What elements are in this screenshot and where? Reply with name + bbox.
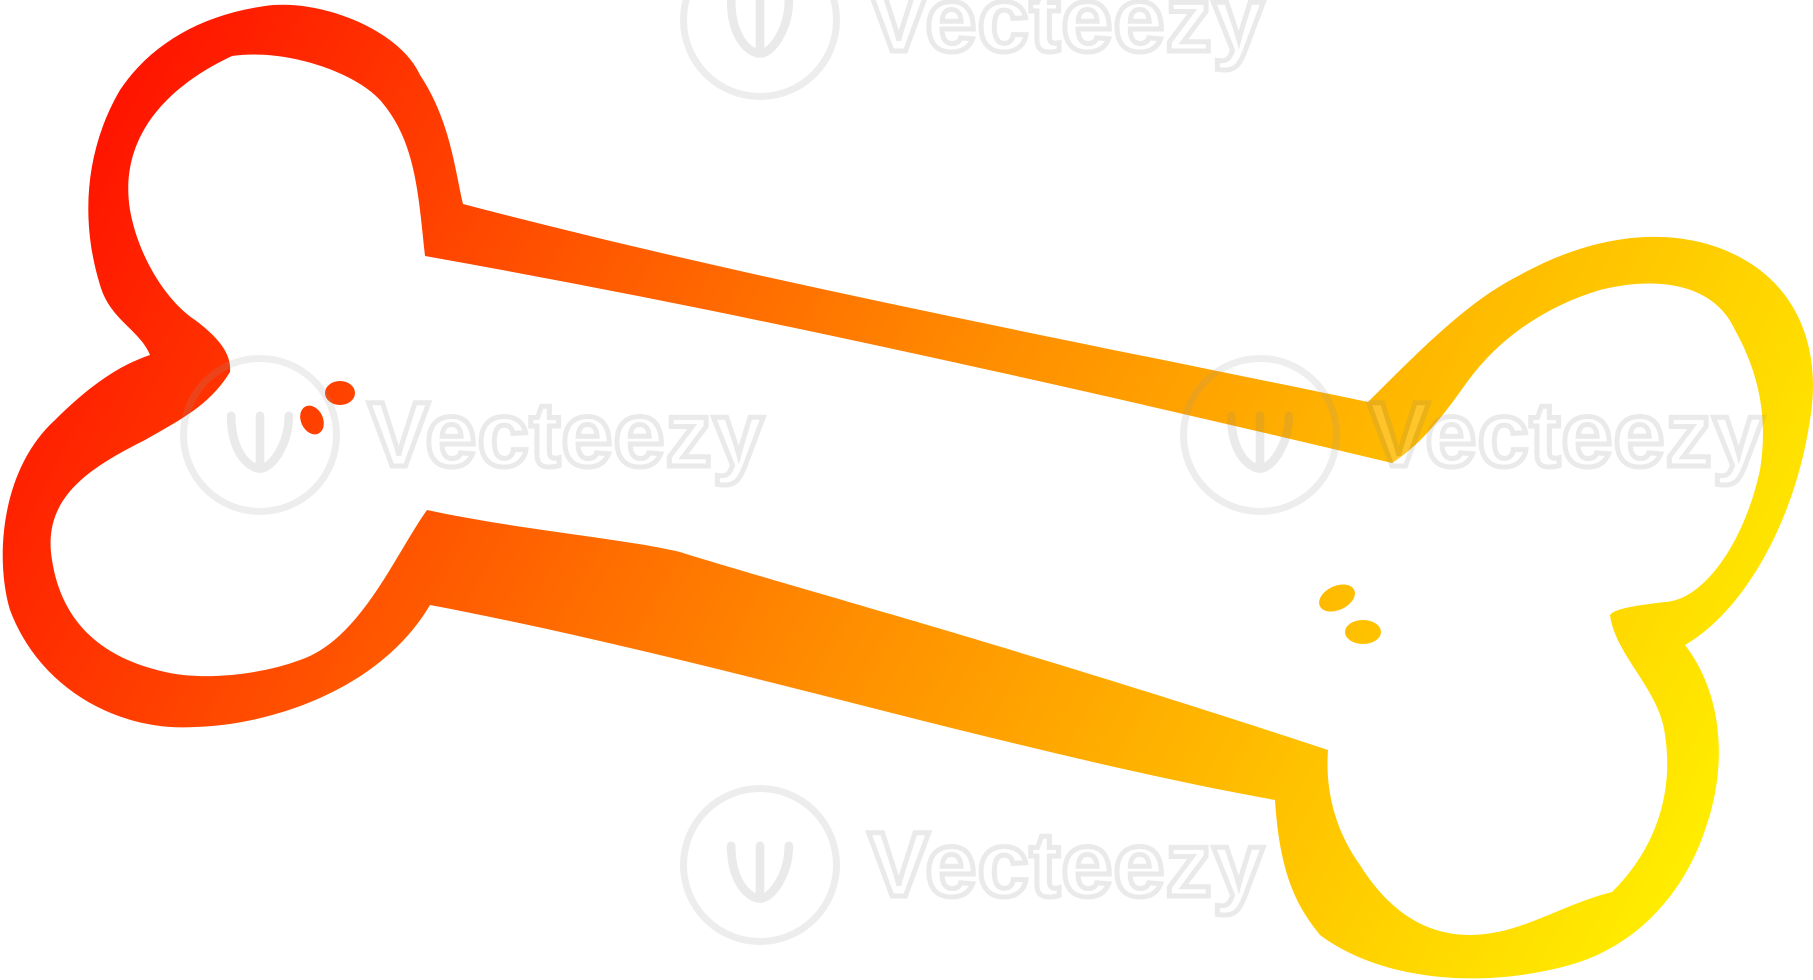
- bone-mark-left-1: [325, 381, 355, 405]
- bone-mark-left-2: [300, 405, 324, 435]
- bone-body: [50, 54, 1763, 936]
- bone-mark-right-2: [1345, 620, 1381, 644]
- bone-mark-right-1: [1319, 584, 1355, 612]
